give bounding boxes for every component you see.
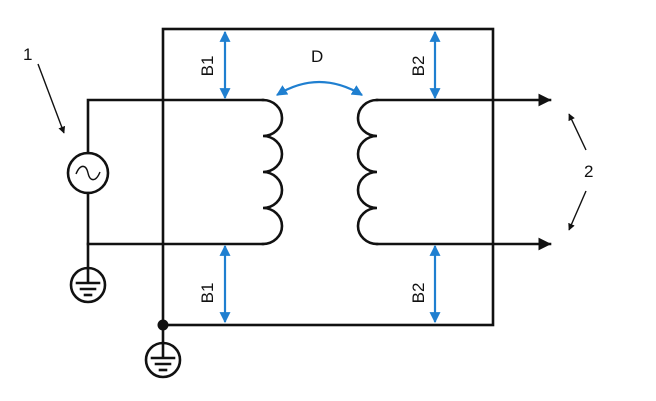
- source-reference-leader: [37, 63, 66, 134]
- primary-bottom-wire: [86, 191, 265, 246]
- clearance-b1-top-label: B1: [198, 56, 217, 77]
- primary-top-wire: [86, 98, 265, 155]
- outputs-reference-leader-bottom: [568, 190, 587, 231]
- source-reference-label: 1: [23, 45, 32, 64]
- enclosure: [161, 27, 495, 327]
- ac-source-icon: [66, 151, 110, 195]
- ground-icon: [144, 341, 182, 379]
- distance-label: D: [311, 47, 323, 66]
- secondary-winding: [356, 98, 379, 246]
- clearance-b2-bottom-label: B2: [409, 283, 428, 304]
- clearance-b2-top-label: B2: [409, 56, 428, 77]
- distance-d-arrow: [276, 80, 363, 96]
- ground-junction-dot: [157, 319, 169, 331]
- primary-winding: [261, 98, 284, 246]
- clearance-b1-bottom-label: B1: [198, 283, 217, 304]
- ground-icon: [69, 266, 107, 304]
- outputs-reference-label: 2: [584, 162, 593, 181]
- outputs-reference-leader-top: [568, 113, 587, 151]
